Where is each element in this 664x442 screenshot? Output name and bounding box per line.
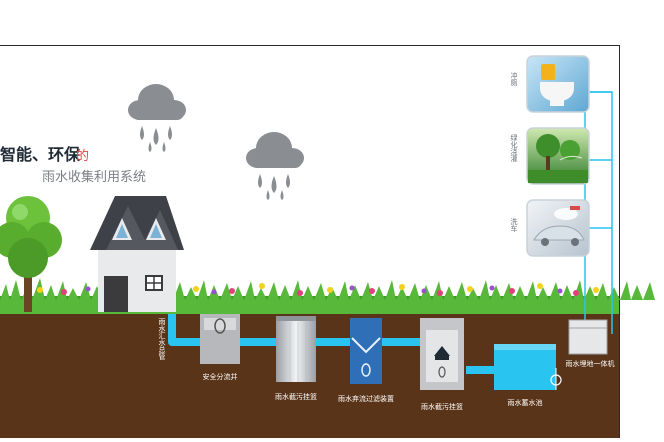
storage-tank-label: 雨水蓄水池: [508, 398, 543, 407]
usage-garden: 绿化浇灌: [510, 127, 590, 185]
tree-icon: [0, 196, 62, 312]
sediment-basket-label: 雨水截污挂篮: [421, 402, 463, 411]
title-main: 智能、环保: [0, 145, 81, 164]
pump-icon: [550, 374, 562, 386]
integrated-unit: 雨水埋地一体机: [566, 319, 615, 368]
use-label-toilet: 冲厕: [510, 71, 518, 87]
use-label-garden: 绿化浇灌: [510, 133, 518, 163]
sediment-basket: 雨水截污挂篮: [420, 318, 464, 411]
safety-well-label: 安全分流井: [203, 372, 238, 381]
rain-cloud-icon: [246, 132, 304, 200]
garden-sprinkler-icon: [528, 134, 588, 183]
house-icon: [90, 196, 184, 312]
toilet-icon: [540, 64, 574, 106]
title-block: 智能、环保 的 雨水收集利用系统: [0, 145, 146, 185]
filter-basket-label: 雨水截污挂篮: [275, 392, 317, 401]
safety-diversion-well: 安全分流井: [200, 314, 240, 381]
usage-carwash: 洗车: [510, 199, 590, 257]
first-flush-filter: 雨水弃流过滤装置: [338, 318, 394, 403]
discard-filter-label: 雨水弃流过滤装置: [338, 394, 394, 403]
use-label-carwash: 洗车: [510, 217, 518, 233]
downpipe-label: 雨水汇水总管: [158, 318, 166, 361]
title-subtitle: 雨水收集利用系统: [42, 169, 146, 185]
rain-cloud-icon: [128, 84, 186, 152]
title-suffix: 的: [76, 148, 89, 164]
car-wash-icon: [533, 206, 585, 246]
filter-basket: 雨水截污挂篮: [275, 316, 317, 401]
integrated-unit-label: 雨水埋地一体机: [566, 359, 615, 368]
usage-toilet: 冲厕: [510, 55, 590, 113]
storage-tank: 雨水蓄水池: [494, 344, 562, 407]
